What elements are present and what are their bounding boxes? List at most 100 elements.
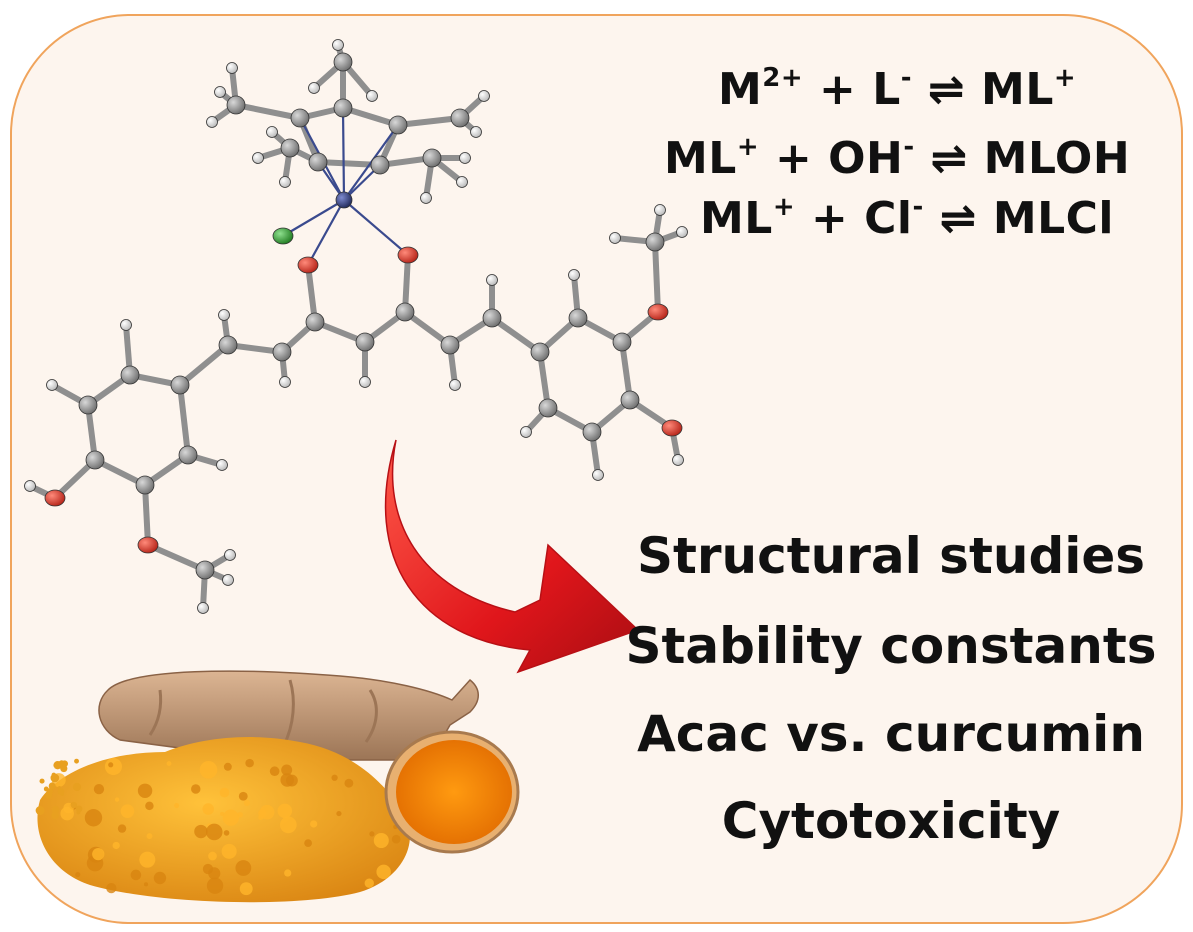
- powder-speck: [199, 760, 218, 779]
- h-atom: [120, 319, 132, 331]
- h-atom: [520, 426, 532, 438]
- powder-speck: [84, 809, 103, 827]
- bond: [402, 252, 411, 315]
- metal-bond: [281, 198, 346, 238]
- bond: [537, 349, 551, 411]
- c-atom: [170, 375, 190, 395]
- powder-speck: [114, 797, 120, 802]
- h-atom: [568, 269, 580, 281]
- bond: [177, 382, 191, 458]
- h-atom: [24, 480, 36, 492]
- c-atom: [218, 335, 238, 355]
- o-atom: [397, 246, 419, 264]
- powder-speck: [202, 803, 215, 815]
- o-atom: [661, 419, 683, 437]
- c-atom: [530, 342, 550, 362]
- c-atom: [195, 560, 215, 580]
- powder-speck: [166, 761, 172, 767]
- h-atom: [672, 454, 684, 466]
- powder-speck: [243, 799, 251, 807]
- powder-speck: [57, 786, 61, 790]
- h-atom: [459, 152, 471, 164]
- powder-speck: [106, 883, 117, 894]
- powder-speck: [74, 758, 79, 764]
- h-atom: [206, 116, 218, 128]
- h-atom: [486, 274, 498, 286]
- powder-speck: [391, 834, 401, 844]
- powder-speck: [51, 811, 59, 820]
- powder-speck: [259, 804, 275, 820]
- o-atom: [297, 256, 319, 274]
- metal-bond: [306, 198, 346, 267]
- powder-speck: [194, 824, 208, 839]
- powder-speck: [373, 832, 389, 849]
- c-atom: [370, 155, 390, 175]
- c-atom: [85, 450, 105, 470]
- powder-speck: [72, 782, 82, 792]
- c-atom: [305, 312, 325, 332]
- powder-speck: [239, 882, 253, 896]
- bond: [652, 239, 661, 315]
- c-atom: [450, 108, 470, 128]
- powder-speck: [45, 791, 53, 799]
- h-atom: [224, 549, 236, 561]
- powder-speck: [269, 766, 280, 777]
- topic-acac-vs-curcumin: Acac vs. curcumin: [637, 705, 1145, 763]
- h-atom: [222, 574, 234, 586]
- c-atom: [645, 232, 665, 252]
- metal-bond: [341, 106, 346, 202]
- powder-speck: [281, 764, 293, 776]
- powder-speck: [222, 809, 239, 826]
- h-atom: [279, 176, 291, 188]
- powder-speck: [223, 762, 232, 771]
- powder-speck: [75, 871, 81, 878]
- topic-cytotoxicity: Cytotoxicity: [721, 792, 1061, 850]
- bond: [489, 315, 543, 355]
- powder-speck: [174, 802, 180, 809]
- h-atom: [197, 602, 209, 614]
- c-atom: [355, 332, 375, 352]
- h-atom: [226, 62, 238, 74]
- equation-3: ML+ + Cl- ⇌ MLCl: [700, 192, 1115, 244]
- c-atom: [272, 342, 292, 362]
- equation-1: M2+ + L- ⇌ ML+: [718, 63, 1077, 115]
- powder-speck: [223, 830, 230, 836]
- bond: [340, 105, 401, 128]
- h-atom: [266, 126, 278, 138]
- h-atom: [420, 192, 432, 204]
- c-atom: [135, 475, 155, 495]
- c-atom: [388, 115, 408, 135]
- powder-speck: [108, 762, 114, 768]
- powder-speck: [364, 878, 374, 888]
- powder-speck: [139, 851, 156, 868]
- equation-2: ML+ + OH- ⇌ MLOH: [664, 132, 1131, 184]
- topic-stability-constants: Stability constants: [625, 617, 1157, 675]
- powder-speck: [206, 877, 224, 894]
- bond: [619, 339, 633, 403]
- c-atom: [568, 308, 588, 328]
- powder-speck: [208, 851, 217, 861]
- h-atom: [654, 204, 666, 216]
- powder-speck: [50, 773, 60, 783]
- c-atom: [333, 52, 353, 72]
- bond: [395, 115, 463, 128]
- h-atom: [332, 39, 344, 51]
- powder-speck: [344, 778, 354, 788]
- powder-speck: [75, 805, 83, 813]
- h-atom: [609, 232, 621, 244]
- h-atom: [456, 176, 468, 188]
- powder-speck: [369, 831, 375, 837]
- metal-bond: [342, 198, 410, 257]
- powder-speck: [245, 758, 254, 768]
- powder-speck: [336, 810, 342, 817]
- c-atom: [290, 108, 310, 128]
- powder-speck: [376, 864, 391, 880]
- c-atom: [395, 302, 415, 322]
- powder-speck: [238, 791, 248, 801]
- powder-speck: [76, 810, 81, 815]
- powder-speck: [221, 843, 237, 859]
- c-atom: [612, 332, 632, 352]
- powder-speck: [112, 841, 120, 850]
- powder-speck: [104, 757, 123, 776]
